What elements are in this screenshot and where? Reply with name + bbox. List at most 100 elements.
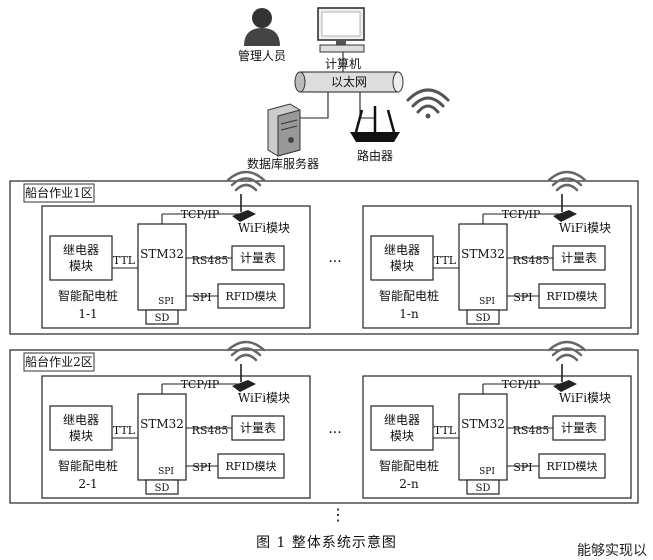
rs485-label: RS485 bbox=[513, 424, 550, 437]
database-server-icon bbox=[267, 103, 301, 157]
wifi-signal-icon bbox=[547, 340, 587, 362]
zone-title: 船台作业1区 bbox=[25, 185, 93, 200]
relay-module-box bbox=[370, 405, 434, 451]
relay-label-line1: 继电器 bbox=[63, 413, 99, 427]
sd-box bbox=[466, 309, 500, 325]
relay-module-box bbox=[370, 235, 434, 281]
ethernet-bus bbox=[294, 71, 404, 93]
sd-box bbox=[145, 309, 179, 325]
trailing-body-text: 能够实现以 bbox=[577, 543, 647, 559]
router-label: 路由器 bbox=[357, 148, 393, 163]
mcu-label: STM32 bbox=[461, 247, 505, 261]
computer-icon bbox=[317, 7, 365, 53]
wifi-module-icon bbox=[553, 194, 577, 222]
meter-label: 计量表 bbox=[561, 251, 597, 265]
tcpip-label: TCP/IP bbox=[502, 208, 541, 221]
spi-label: SPI bbox=[513, 461, 532, 474]
ethernet-db-link bbox=[300, 92, 329, 119]
pile-name-label: 智能配电桩 bbox=[58, 458, 118, 473]
relay-label-line1: 继电器 bbox=[384, 413, 420, 427]
meter-label: 计量表 bbox=[561, 421, 597, 435]
wifi-module-icon bbox=[232, 364, 256, 392]
tcpip-label: TCP/IP bbox=[502, 378, 541, 391]
sd-box bbox=[466, 479, 500, 495]
sd-box bbox=[145, 479, 179, 495]
ttl-label: TTL bbox=[434, 254, 457, 267]
figure-caption: 图 1 整体系统示意图 bbox=[256, 535, 397, 551]
relay-label-line2: 模块 bbox=[390, 259, 414, 273]
rfid-label: RFID模块 bbox=[546, 460, 597, 473]
mcu-label: STM32 bbox=[461, 417, 505, 431]
rs485-label: RS485 bbox=[192, 424, 229, 437]
meter-box bbox=[552, 415, 606, 441]
tcpip-label: TCP/IP bbox=[181, 378, 220, 391]
relay-label-line2: 模块 bbox=[390, 429, 414, 443]
wifi-signal-icon bbox=[406, 88, 450, 119]
pile-id-label: 1-n bbox=[399, 307, 419, 321]
meter-label: 计量表 bbox=[240, 421, 276, 435]
mcu-label: STM32 bbox=[140, 247, 184, 261]
mcu-label: STM32 bbox=[140, 417, 184, 431]
pile-id-label: 2-n bbox=[399, 477, 419, 491]
meter-box bbox=[231, 245, 285, 271]
spi-vertical-label: SPI bbox=[158, 467, 174, 477]
spi-vertical-label: SPI bbox=[479, 467, 495, 477]
sd-label: SD bbox=[476, 483, 491, 494]
router-icon bbox=[350, 106, 400, 142]
sd-label: SD bbox=[476, 313, 491, 324]
relay-module-box bbox=[49, 405, 113, 451]
meter-box bbox=[231, 415, 285, 441]
pile-id-label: 1-1 bbox=[78, 307, 97, 321]
rfid-label: RFID模块 bbox=[225, 290, 276, 303]
admin-label: 管理人员 bbox=[238, 48, 286, 63]
pile-name-label: 智能配电桩 bbox=[379, 288, 439, 303]
relay-label-line1: 继电器 bbox=[63, 243, 99, 257]
sd-label: SD bbox=[155, 483, 170, 494]
wifi-module-label: WiFi模块 bbox=[238, 221, 290, 235]
relay-label-line2: 模块 bbox=[69, 429, 93, 443]
tcpip-label: TCP/IP bbox=[181, 208, 220, 221]
spi-vertical-label: SPI bbox=[158, 297, 174, 307]
rfid-label: RFID模块 bbox=[546, 290, 597, 303]
sd-label: SD bbox=[155, 313, 170, 324]
rs485-label: RS485 bbox=[513, 254, 550, 267]
ttl-label: TTL bbox=[113, 254, 136, 267]
zones-ellipsis: ⋮ bbox=[330, 505, 346, 524]
rfid-box bbox=[538, 453, 606, 479]
rfid-box bbox=[217, 283, 285, 309]
pile-ellipsis: ··· bbox=[328, 425, 341, 441]
spi-label: SPI bbox=[192, 291, 211, 304]
spi-label: SPI bbox=[192, 461, 211, 474]
wifi-signal-icon bbox=[547, 170, 587, 192]
zone-title: 船台作业2区 bbox=[25, 354, 93, 369]
wifi-module-icon bbox=[232, 194, 256, 222]
pile-id-label: 2-1 bbox=[78, 477, 97, 491]
wifi-signal-icon bbox=[226, 170, 266, 192]
ethernet-label: 以太网 bbox=[331, 74, 367, 89]
pile-name-label: 智能配电桩 bbox=[379, 458, 439, 473]
pile-name-label: 智能配电桩 bbox=[58, 288, 118, 303]
pile-ellipsis: ··· bbox=[328, 254, 341, 270]
meter-label: 计量表 bbox=[240, 251, 276, 265]
rs485-label: RS485 bbox=[192, 254, 229, 267]
wifi-module-icon bbox=[553, 364, 577, 392]
relay-label-line1: 继电器 bbox=[384, 243, 420, 257]
wifi-module-label: WiFi模块 bbox=[559, 391, 611, 405]
admin-person-icon bbox=[244, 8, 280, 46]
meter-box bbox=[552, 245, 606, 271]
stm32-box bbox=[458, 223, 508, 311]
relay-module-box bbox=[49, 235, 113, 281]
spi-label: SPI bbox=[513, 291, 532, 304]
relay-label-line2: 模块 bbox=[69, 259, 93, 273]
wifi-module-label: WiFi模块 bbox=[238, 391, 290, 405]
wifi-signal-icon bbox=[226, 340, 266, 362]
db-label: 数据库服务器 bbox=[247, 156, 319, 171]
rfid-label: RFID模块 bbox=[225, 460, 276, 473]
ttl-label: TTL bbox=[434, 424, 457, 437]
wifi-module-label: WiFi模块 bbox=[559, 221, 611, 235]
